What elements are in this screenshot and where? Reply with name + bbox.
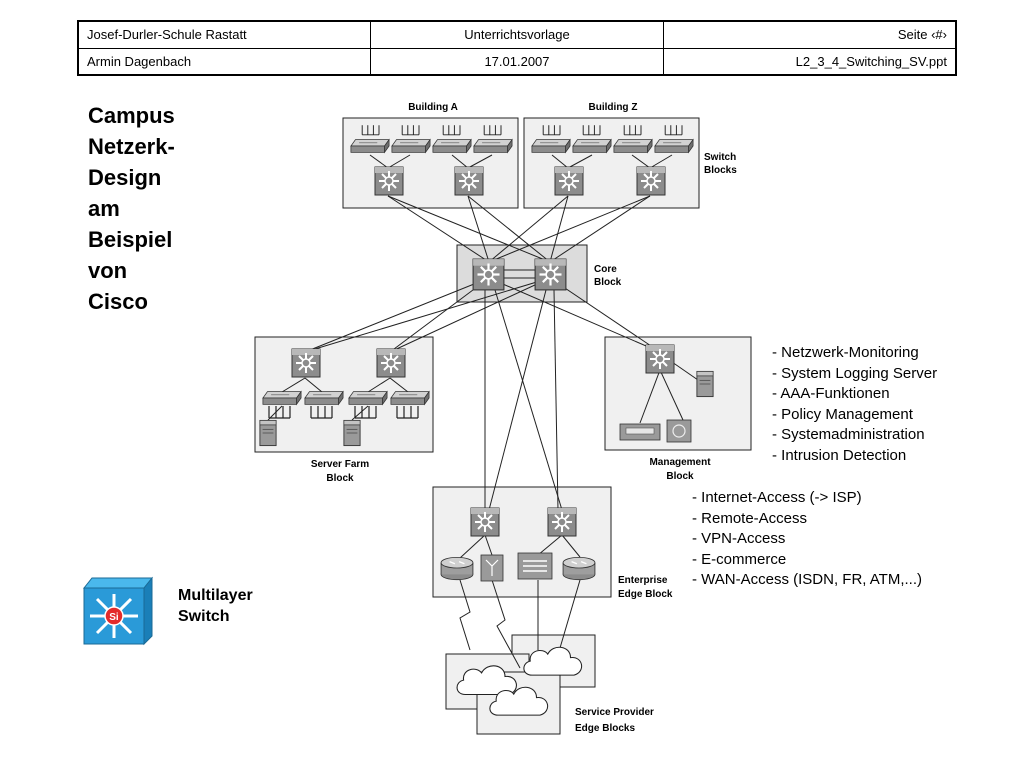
multilayer-switch-icon: [291, 348, 321, 378]
document-type: Unterrichtsvorlage: [370, 22, 662, 48]
layer2-switch-icon: [613, 139, 653, 153]
multilayer-switch-icon: [374, 166, 404, 196]
core-switch-icon: [534, 258, 567, 291]
firewall-icon: [666, 419, 692, 443]
edge-services-list: - Internet-Access (-> ISP) - Remote-Acce…: [692, 488, 922, 591]
server-farm-label: Block: [326, 473, 354, 484]
list-item: - AAA-Funktionen: [772, 385, 890, 402]
document-date: 17.01.2007: [370, 49, 662, 75]
core-block-label: Block: [594, 277, 622, 288]
core-switch-icon: [472, 258, 505, 291]
list-item: - E-commerce: [692, 550, 787, 568]
layer2-switch-icon: [473, 139, 513, 153]
list-item: - Remote-Access: [692, 509, 808, 527]
multilayer-switch-icon: [554, 166, 584, 196]
enterprise-edge-label: Enterprise: [618, 575, 668, 586]
building-z-label: Building Z: [589, 102, 638, 113]
legend-line: Multilayer: [178, 587, 253, 604]
multilayer-switch-legend-icon: Si: [82, 576, 154, 646]
multilayer-switch-icon: [470, 507, 500, 537]
connection-lines: [267, 154, 699, 669]
list-item: - VPN-Access: [692, 530, 786, 547]
title-line: am: [88, 196, 120, 221]
list-item: - WAN-Access (ISDN, FR, ATM,...): [692, 571, 922, 588]
title-line: Beispiel: [88, 227, 173, 252]
management-label: Block: [666, 471, 694, 482]
list-item: - Policy Management: [772, 405, 913, 423]
layer2-switch-icon: [348, 391, 388, 405]
management-services-list: - Netzwerk-Monitoring - System Logging S…: [772, 343, 937, 466]
file-name: L2_3_4_Switching_SV.ppt: [662, 49, 955, 75]
layer2-switch-icon: [390, 391, 430, 405]
school-name: Josef-Durler-Schule Rastatt: [87, 27, 247, 42]
multilayer-switch-icon: [376, 348, 406, 378]
server-icon: [343, 419, 361, 447]
switch-blocks-label: Switch: [704, 152, 736, 163]
network-appliance-icon: [619, 423, 661, 441]
si-badge: Si: [109, 612, 119, 623]
building-a-label: Building A: [408, 102, 458, 113]
layer2-switch-icon: [350, 139, 390, 153]
service-provider-label: Service Provider: [575, 707, 654, 718]
multilayer-switch-icon: [454, 166, 484, 196]
header-row-1: Josef-Durler-Schule Rastatt Unterrichtsv…: [79, 22, 955, 48]
server-icon: [259, 419, 277, 447]
layer2-switch-icon: [262, 391, 302, 405]
building-z-block: [523, 117, 700, 209]
title-line: Design: [88, 165, 162, 190]
router-icon: [562, 556, 596, 581]
legend-line: Switch: [178, 608, 230, 625]
header-table: Josef-Durler-Schule Rastatt Unterrichtsv…: [77, 20, 957, 76]
access-server-icon: [517, 552, 553, 580]
list-item: - Intrusion Detection: [772, 446, 907, 464]
switch-blocks-label: Blocks: [704, 165, 737, 176]
enterprise-edge-label: Edge Block: [618, 589, 673, 600]
title-line: Campus: [88, 103, 175, 128]
management-label: Management: [649, 457, 711, 468]
list-item: - System Logging Server: [772, 364, 938, 382]
router-icon: [440, 556, 474, 581]
list-item: - Systemadministration: [772, 426, 925, 443]
multilayer-switch-icon: [636, 166, 666, 196]
multilayer-switch-icon: [645, 344, 675, 374]
layer2-switch-icon: [432, 139, 472, 153]
header-row-2: Armin Dagenbach 17.01.2007 L2_3_4_Switch…: [79, 48, 955, 75]
list-item: - Netzwerk-Monitoring: [772, 344, 919, 361]
page-title: Campus Netzerk- Design am Beispiel von C…: [88, 100, 175, 317]
multilayer-switch-icon: [547, 507, 577, 537]
title-line: Netzerk-: [88, 134, 175, 159]
service-provider-label: Edge Blocks: [575, 723, 635, 734]
title-line: Cisco: [88, 289, 148, 314]
list-item: - Internet-Access (-> ISP): [692, 489, 862, 506]
building-a-block: [342, 117, 519, 209]
server-farm-label: Server Farm: [311, 459, 369, 470]
layer2-switch-icon: [391, 139, 431, 153]
author-name: Armin Dagenbach: [87, 54, 192, 69]
page-number: Seite ‹#›: [662, 22, 955, 48]
layer2-switch-icon: [654, 139, 694, 153]
title-line: von: [88, 258, 128, 283]
core-block-label: Core: [594, 264, 617, 275]
layer2-switch-icon: [572, 139, 612, 153]
multilayer-switch-legend-label: Multilayer Switch: [178, 585, 253, 627]
server-icon: [696, 370, 714, 398]
layer2-switch-icon: [531, 139, 571, 153]
vpn-concentrator-icon: [480, 554, 504, 582]
layer2-switch-icon: [304, 391, 344, 405]
